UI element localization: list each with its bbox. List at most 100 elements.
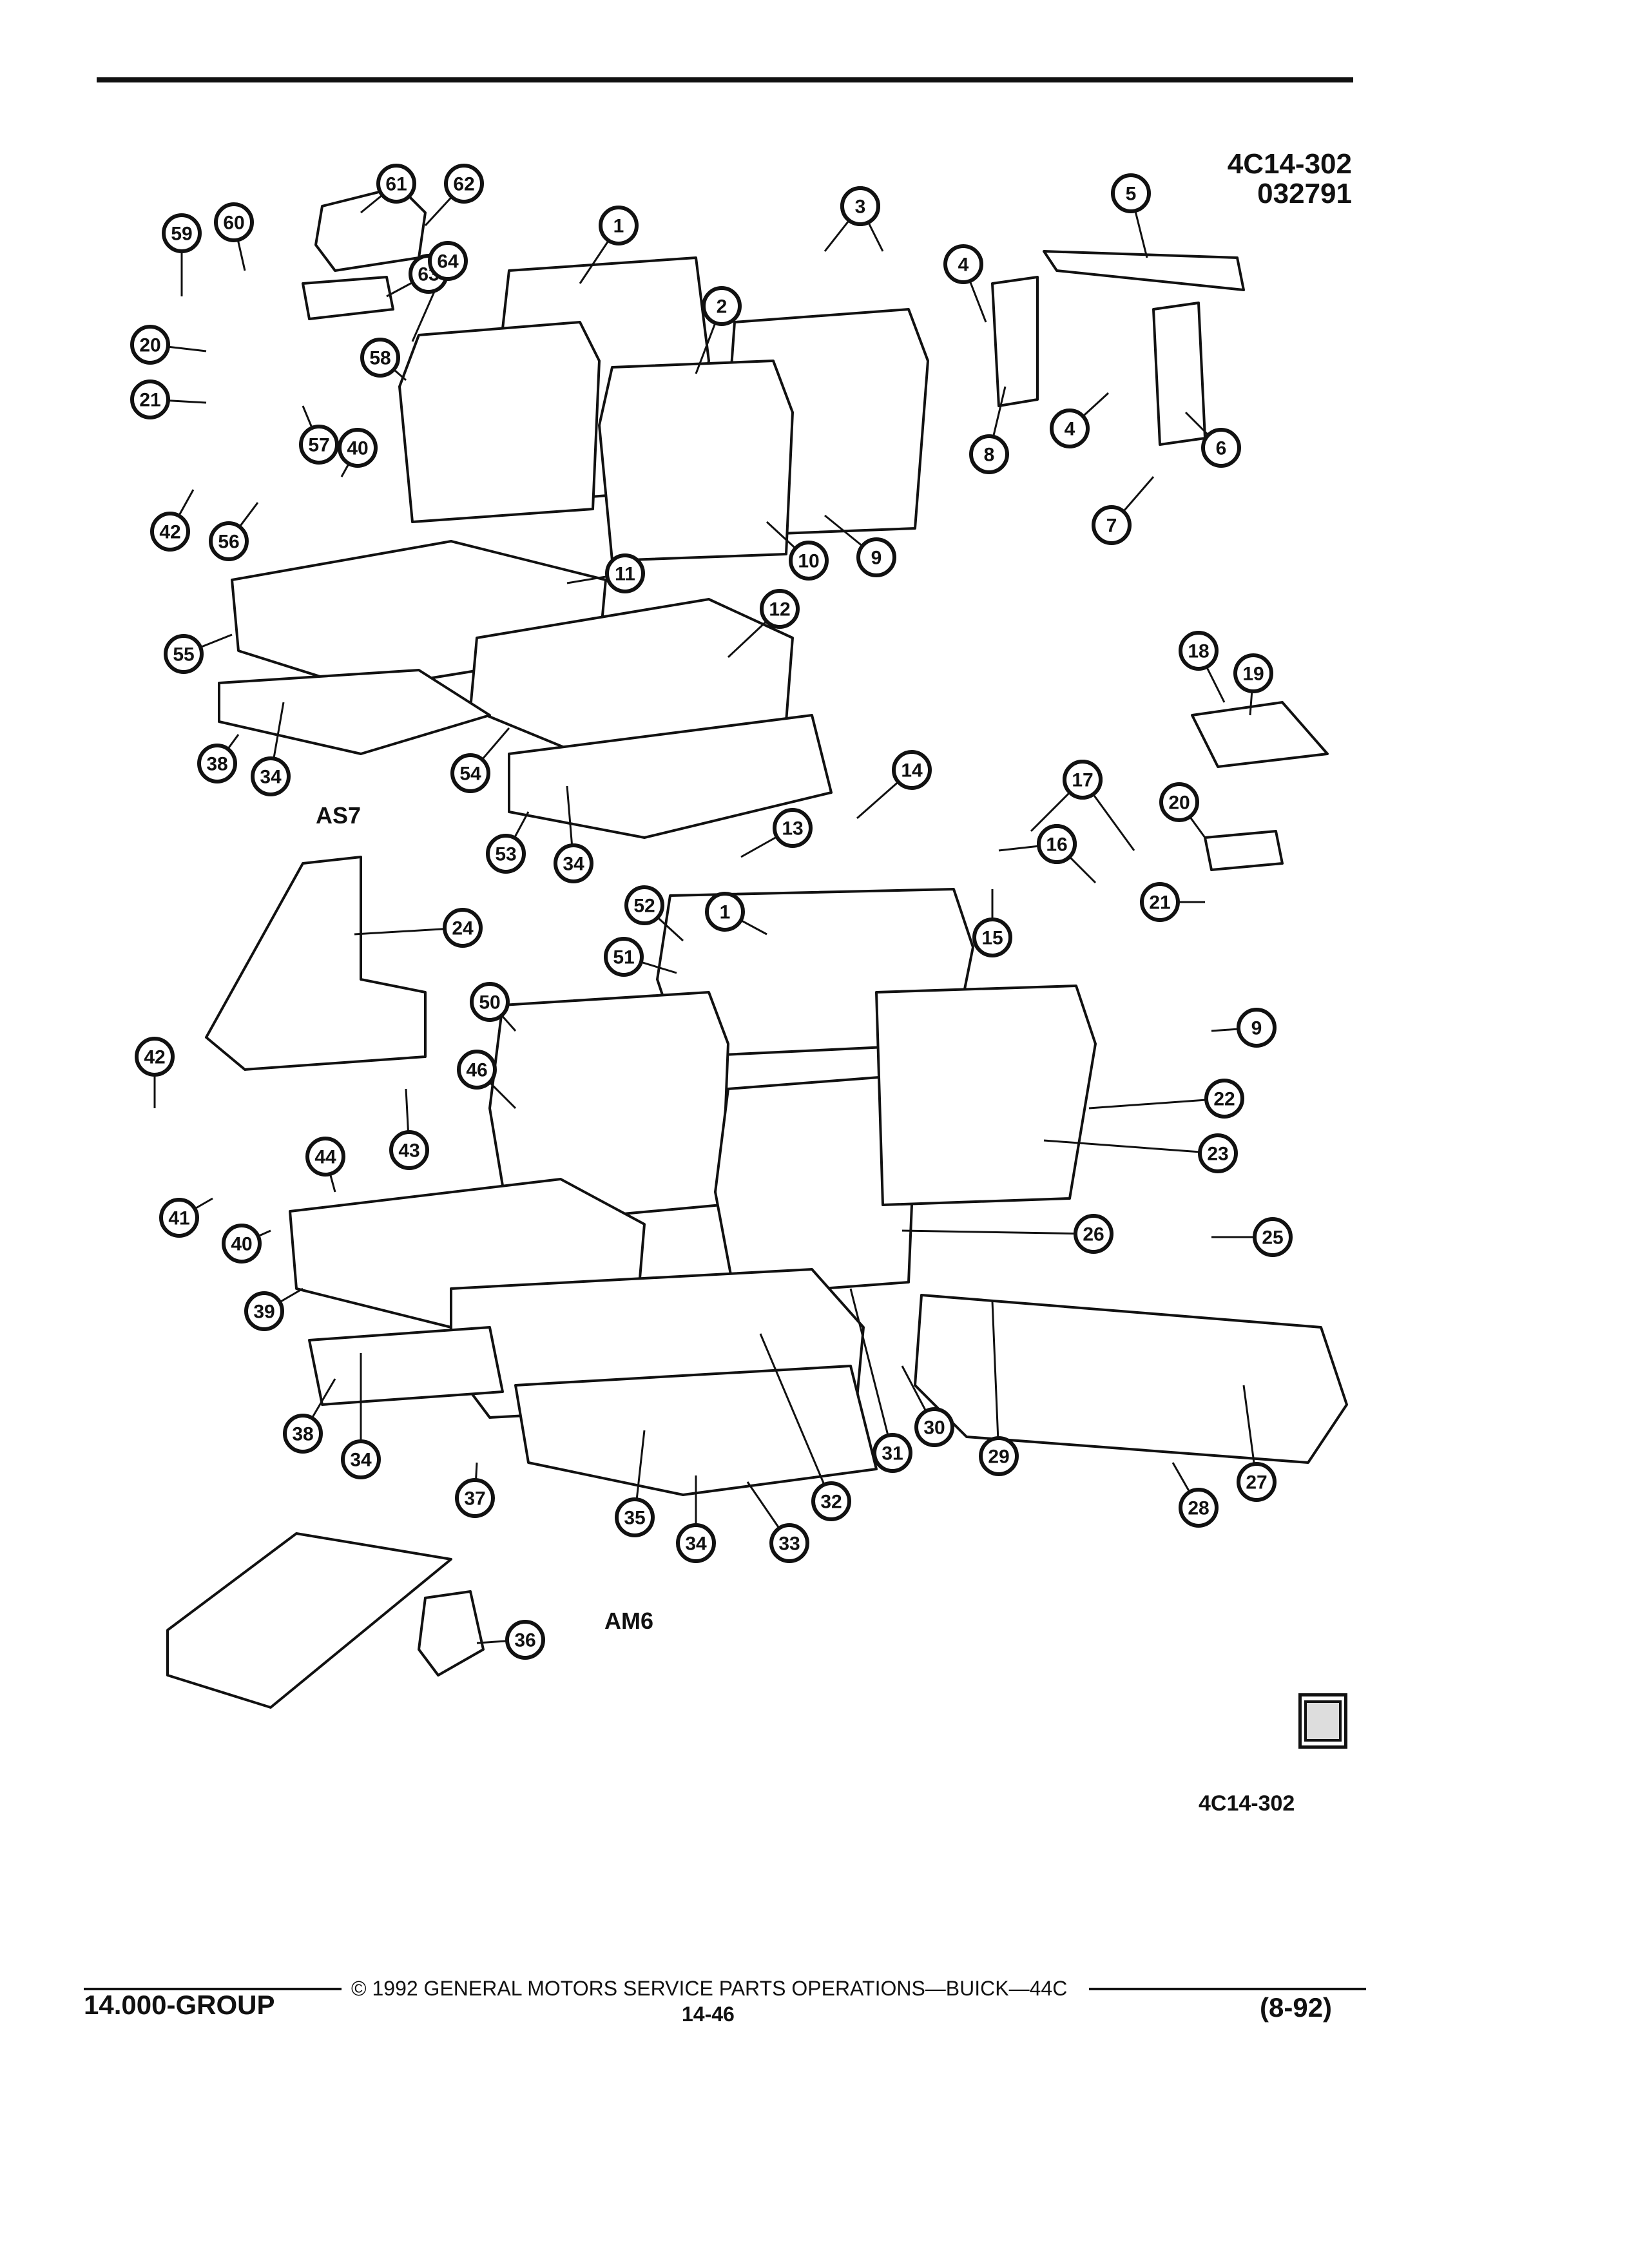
callout-number: 35 <box>624 1508 645 1529</box>
callout-number: 40 <box>231 1234 252 1255</box>
callout-54: 54 <box>450 753 490 793</box>
callout-number: 9 <box>1251 1018 1262 1039</box>
callout-circle <box>676 1523 716 1563</box>
callout-number: 46 <box>466 1060 487 1081</box>
callout-61: 61 <box>376 164 416 204</box>
callout-circle <box>769 1523 809 1563</box>
callout-number: 2 <box>717 296 728 318</box>
headrest-rod <box>1043 250 1245 291</box>
callout-number: 58 <box>369 348 390 369</box>
callout-number: 9 <box>871 548 882 569</box>
callout-34: 34 <box>251 756 291 796</box>
callout-20: 20 <box>1159 782 1199 822</box>
callout-number: 16 <box>1046 834 1067 856</box>
callout-57: 57 <box>299 425 339 465</box>
callout-5: 5 <box>1111 173 1151 213</box>
seat-adjuster-cover <box>418 1590 485 1677</box>
callout-number: 24 <box>452 918 474 939</box>
callout-44: 44 <box>305 1137 345 1177</box>
callout-circle <box>615 1497 655 1537</box>
callout-number: 4 <box>958 255 969 276</box>
callout-number: 6 <box>1216 438 1227 459</box>
callout-number: 55 <box>173 644 194 666</box>
callout-34: 34 <box>341 1439 381 1479</box>
callout-number: 37 <box>464 1488 485 1510</box>
footer-page-number: 14-46 <box>682 2003 735 2026</box>
callout-circle <box>209 521 249 561</box>
callout-circle <box>486 834 526 874</box>
callout-29: 29 <box>979 1436 1019 1476</box>
callout-number: 1 <box>720 902 731 923</box>
callout-42: 42 <box>150 512 190 552</box>
callout-number: 11 <box>615 564 635 585</box>
callout-number: 19 <box>1242 664 1264 685</box>
callout-circle <box>150 512 190 552</box>
callout-40: 40 <box>338 428 378 468</box>
callout-number: 39 <box>253 1302 275 1323</box>
callout-24: 24 <box>443 908 483 948</box>
bench-cushion-right <box>914 1294 1348 1464</box>
callout-number: 25 <box>1262 1227 1283 1249</box>
callout-15: 15 <box>972 918 1012 957</box>
callout-number: 3 <box>855 197 866 218</box>
callout-1: 1 <box>705 892 745 932</box>
callout-circle <box>914 1407 954 1447</box>
callout-32: 32 <box>811 1481 851 1521</box>
callout-circle <box>457 1050 497 1090</box>
callout-number: 56 <box>218 532 239 553</box>
callout-3: 3 <box>840 186 880 226</box>
callout-34: 34 <box>676 1523 716 1563</box>
callout-number: 60 <box>223 213 244 234</box>
section-label-am6: AM6 <box>604 1608 654 1634</box>
callout-circle <box>428 241 468 281</box>
callout-number: 31 <box>882 1443 903 1465</box>
bench-frame-center <box>514 1365 878 1496</box>
callout-62: 62 <box>444 164 484 204</box>
callout-59: 59 <box>162 213 202 253</box>
callout-circle <box>624 885 664 925</box>
callout-circle <box>599 206 639 245</box>
callout-circle <box>1201 428 1241 468</box>
callout-number: 28 <box>1188 1498 1209 1519</box>
callout-number: 33 <box>778 1533 800 1555</box>
callout-31: 31 <box>872 1433 912 1473</box>
callout-46: 46 <box>457 1050 497 1090</box>
callout-9: 9 <box>1237 1008 1277 1048</box>
callout-number: 40 <box>347 438 368 459</box>
footer-group: 14.000-GROUP <box>84 1990 275 2020</box>
callout-circle <box>972 918 1012 957</box>
seat-back-cushion-right <box>598 360 794 562</box>
callout-33: 33 <box>769 1523 809 1563</box>
callout-circle <box>1140 882 1180 922</box>
callout-circle <box>979 1436 1019 1476</box>
callout-circle <box>159 1198 199 1238</box>
callout-10: 10 <box>789 541 829 581</box>
callout-circle <box>1253 1217 1293 1257</box>
callout-number: 14 <box>901 760 923 782</box>
callout-38: 38 <box>197 744 237 783</box>
callout-number: 38 <box>206 754 227 775</box>
callout-28: 28 <box>1179 1488 1219 1528</box>
callout-21: 21 <box>130 380 170 419</box>
callout-circle <box>341 1439 381 1479</box>
callout-50: 50 <box>470 982 510 1022</box>
callout-circle <box>702 286 742 326</box>
callout-circle <box>1063 760 1103 800</box>
callout-17: 17 <box>1063 760 1103 800</box>
callout-circle <box>969 434 1009 474</box>
callout-4: 4 <box>1050 408 1090 448</box>
seat-frame-right <box>508 714 833 839</box>
headrest-upright-bracket <box>991 276 1039 407</box>
callout-number: 7 <box>1106 515 1117 537</box>
callout-circle <box>1050 408 1090 448</box>
callout-number: 64 <box>437 251 459 273</box>
callout-number: 21 <box>139 390 160 411</box>
callout-number: 62 <box>453 174 474 195</box>
callout-number: 15 <box>981 928 1003 949</box>
callout-6: 6 <box>1201 428 1241 468</box>
callout-34: 34 <box>554 843 593 883</box>
seat-frame-left <box>218 669 491 755</box>
bench-frame-left <box>308 1326 504 1406</box>
callout-circle <box>338 428 378 468</box>
callout-number: 23 <box>1207 1144 1228 1165</box>
